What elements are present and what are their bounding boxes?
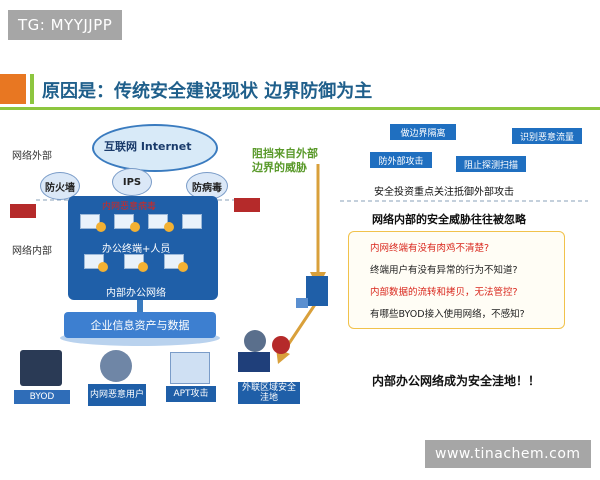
pc-icon <box>182 214 202 229</box>
malicious-user-icon <box>100 350 132 382</box>
wall-left-icon <box>10 204 36 218</box>
byod-label: BYOD <box>14 390 70 404</box>
internet-label: 互联网 Internet <box>104 140 192 153</box>
invest-focus-text: 安全投资重点关注抵御外部攻击 <box>374 187 514 198</box>
malicious-user-label: 内网恶意用户 <box>88 384 146 406</box>
firewall-badge: 防火墙 <box>40 172 80 200</box>
pc-icon <box>114 214 134 229</box>
user-icon <box>96 222 106 232</box>
extranet-label: 外联区域安全洼地 <box>238 382 300 404</box>
zone-outside-label: 网络外部 <box>12 151 52 162</box>
watermark-bottom: www.tinachem.com <box>425 440 591 468</box>
server-icon <box>306 276 328 306</box>
user-icon <box>178 262 188 272</box>
laptop-icon <box>238 352 270 372</box>
biohazard-icon <box>272 336 290 354</box>
title-accent-green <box>30 74 34 104</box>
hacker-icon <box>244 330 266 352</box>
question-4: 有哪些BYOD接入使用网络，不感知? <box>370 309 525 320</box>
office-network-block <box>68 196 218 300</box>
watermark-top: TG: MYYJJPP <box>8 10 123 40</box>
external-threat-label: 阻挡来自外部边界的威胁 <box>252 147 318 174</box>
apt-label: APT攻击 <box>166 386 216 402</box>
chip-isolation: 做边界隔离 <box>390 124 456 140</box>
pc-icon <box>148 214 168 229</box>
question-3: 内部数据的流转和拷贝，无法管控? <box>370 287 518 298</box>
byod-device-icon <box>20 350 62 386</box>
zone-inside-label: 网络内部 <box>12 246 52 257</box>
office-network-label: 内部办公网络 <box>106 288 166 299</box>
title-underline <box>0 107 600 110</box>
slide-title: 原因是：传统安全建设现状 边界防御为主 <box>42 81 373 102</box>
enterprise-asset-block: 企业信息资产与数据 <box>64 312 216 338</box>
apt-monitor-icon <box>170 352 210 384</box>
malware-overlay-label: 内网恶意病毒 <box>102 202 157 212</box>
chip-malicious-traffic: 识别恶意流量 <box>512 128 582 144</box>
ips-badge: IPS <box>112 168 152 196</box>
chip-scan-block: 阻止探测扫描 <box>456 156 526 172</box>
ignored-text: 网络内部的安全威胁往往被忽略 <box>372 213 526 226</box>
question-1: 内网终端有没有肉鸡不清楚? <box>370 243 490 254</box>
internet-cloud <box>92 124 218 172</box>
pc-icon <box>80 214 100 229</box>
question-2: 终端用户有没有异常的行为不知道? <box>370 265 518 276</box>
user-icon <box>130 222 140 232</box>
user-icon <box>98 262 108 272</box>
user-icon <box>138 262 148 272</box>
questions-box <box>348 231 565 329</box>
user-icon <box>164 222 174 232</box>
chip-external-attack: 防外部攻击 <box>370 152 432 168</box>
office-caption: 办公终端+人员 <box>102 244 171 255</box>
wall-right-icon <box>234 198 260 212</box>
title-accent-orange <box>0 74 26 104</box>
antivirus-badge: 防病毒 <box>186 172 228 200</box>
server-side-icon <box>296 298 308 308</box>
conclusion-text: 内部办公网络成为安全洼地！！ <box>372 374 541 388</box>
